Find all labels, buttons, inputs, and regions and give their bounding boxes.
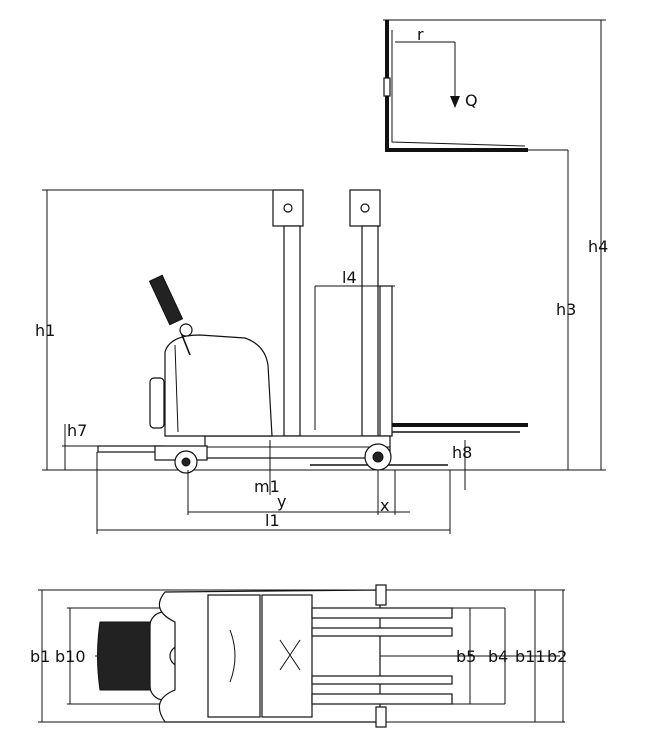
label-y: y [277, 492, 286, 511]
truck-body [97, 274, 392, 474]
top-view: b1 b10 b5 b4 b11 b2 [30, 584, 567, 728]
side-view: r Q h4 h3 h1 l4 [35, 19, 608, 534]
label-l1: l1 [265, 511, 280, 530]
label-q: Q [465, 91, 478, 110]
label-b1: b1 [30, 647, 50, 666]
label-x: x [380, 496, 389, 515]
label-b11: b11 [515, 647, 546, 666]
label-b2: b2 [547, 647, 567, 666]
label-h1: h1 [35, 321, 55, 340]
label-r: r [417, 25, 424, 44]
raised-fork [383, 19, 606, 152]
q-arrow-icon [450, 96, 460, 108]
fork-right-top [311, 693, 453, 705]
label-l4: l4 [342, 268, 357, 287]
label-h7: h7 [67, 421, 87, 440]
label-h4: h4 [588, 237, 608, 256]
label-b5: b5 [456, 647, 476, 666]
label-b4: b4 [488, 647, 508, 666]
label-h3: h3 [556, 300, 576, 319]
mast-lowered [272, 189, 304, 437]
mast-raised [349, 189, 393, 437]
fork-left-top [311, 607, 453, 619]
label-h8: h8 [452, 443, 472, 462]
drive-unit [97, 589, 381, 723]
label-b10: b10 [55, 647, 86, 666]
label-m1: m1 [254, 477, 280, 496]
